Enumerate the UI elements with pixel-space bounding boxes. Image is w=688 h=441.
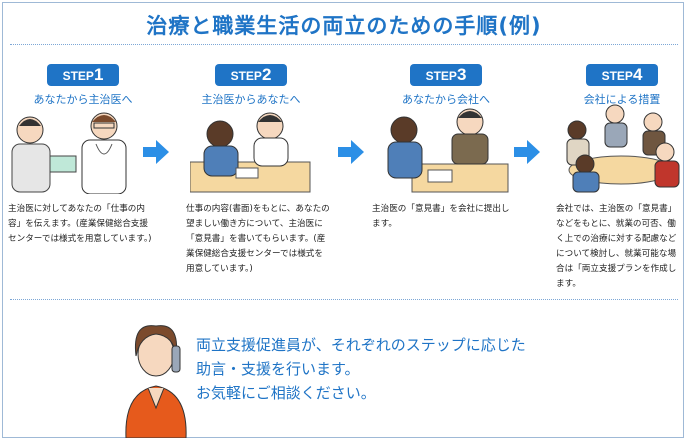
- step-1-description: 主治医に対してあなたの「仕事の内容」を伝えます。(産業保健総合支援センターでは様…: [8, 202, 153, 247]
- patient-doctor-illustration: [10, 104, 140, 194]
- title-divider: [10, 44, 678, 45]
- step-3-header: STEP3 あなたから会社へ: [371, 64, 521, 107]
- step-3-badge: STEP3: [410, 64, 482, 86]
- arrow-right-icon: [338, 140, 364, 164]
- step-2-badge: STEP2: [215, 64, 287, 86]
- support-staff-illustration: [116, 312, 196, 438]
- step-4-description: 会社では、主治医の「意見書」などをもとに、就業の可否、働く上での治療に対する配慮…: [556, 202, 680, 292]
- support-line-3: お気軽にご相談ください。: [196, 381, 636, 405]
- step-2-header: STEP2 主治医からあなたへ: [176, 64, 326, 107]
- doctor-consultation-illustration: [190, 104, 320, 194]
- arrow-right-icon: [143, 140, 169, 164]
- company-submission-illustration: [382, 104, 512, 194]
- company-meeting-illustration: [555, 104, 685, 194]
- support-line-1: 両立支援促進員が、それぞれのステップに応じた: [196, 333, 636, 357]
- support-message: 両立支援促進員が、それぞれのステップに応じた 助言・支援を行います。 お気軽にご…: [196, 333, 636, 405]
- step-4-header: STEP4 会社による措置: [547, 64, 688, 107]
- step-1-badge: STEP1: [47, 64, 119, 86]
- step-3-description: 主治医の「意見書」を会社に提出します。: [372, 202, 517, 232]
- page-title: 治療と職業生活の両立のための手順(例): [0, 10, 688, 40]
- arrow-right-icon: [514, 140, 540, 164]
- step-4-badge: STEP4: [586, 64, 658, 86]
- section-divider: [10, 299, 678, 300]
- step-2-description: 仕事の内容(書面)をもとに、あなたの望ましい働き方について、主治医に「意見書」を…: [186, 202, 331, 277]
- support-line-2: 助言・支援を行います。: [196, 357, 636, 381]
- step-1-header: STEP1 あなたから主治医へ: [8, 64, 158, 107]
